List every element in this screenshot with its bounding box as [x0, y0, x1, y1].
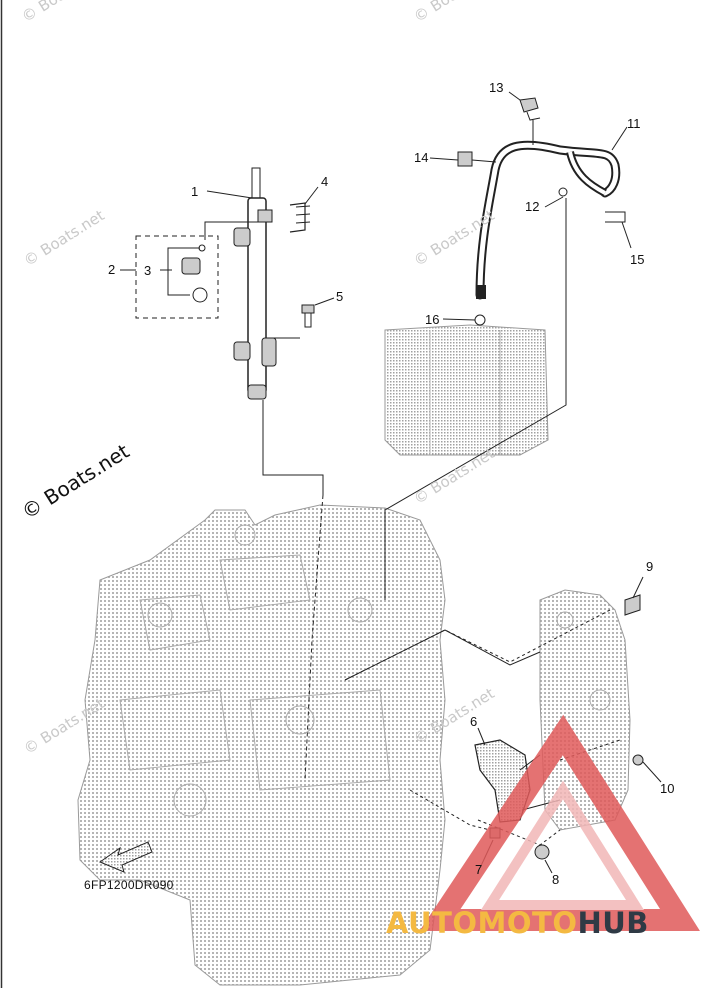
- diagram-code: 6FP1200DR090: [84, 878, 174, 892]
- callout-14: 14: [414, 150, 429, 165]
- upper-tank: [384, 324, 549, 456]
- callout-15: 15: [630, 252, 645, 267]
- callout-8: 8: [552, 872, 560, 887]
- callout-5: 5: [336, 289, 344, 304]
- clip-4: [289, 202, 311, 233]
- callout-16: 16: [425, 312, 440, 327]
- brand-wordmark: AUTOMOTOHUB: [386, 906, 649, 940]
- injector-3: [135, 235, 219, 319]
- callout-1: 1: [191, 184, 199, 199]
- callout-13: 13: [489, 80, 504, 95]
- side-component: [539, 589, 631, 831]
- callout-12: 12: [525, 199, 540, 214]
- callout-3: 3: [144, 263, 152, 278]
- callout-11: 11: [627, 116, 641, 131]
- callout-10: 10: [660, 781, 675, 796]
- callout-9: 9: [646, 559, 654, 574]
- brand-part-1: AUTOMOTO: [386, 906, 578, 940]
- callout-2: 2: [108, 262, 116, 277]
- fuel-hose: [475, 140, 621, 300]
- leader-lines: [204, 120, 621, 846]
- fwd-arrow: [98, 841, 153, 873]
- brand-logo-mark: [419, 714, 700, 931]
- engine-block: [77, 504, 446, 986]
- fuel-rail: [233, 167, 277, 400]
- callout-6: 6: [470, 714, 478, 729]
- callout-7: 7: [475, 862, 483, 877]
- callout-4: 4: [321, 174, 329, 189]
- bolt-5: [301, 304, 315, 328]
- brand-part-2: HUB: [577, 906, 649, 940]
